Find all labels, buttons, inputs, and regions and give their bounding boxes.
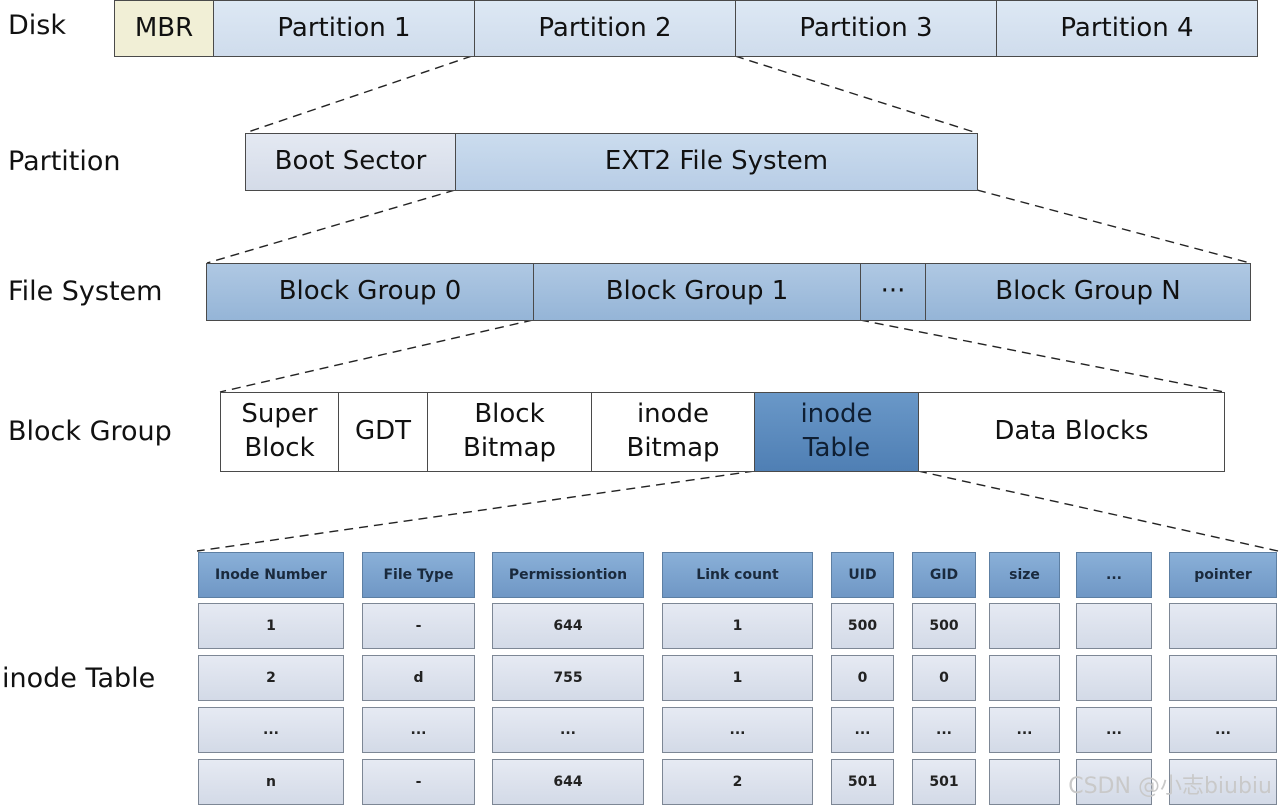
table-header-cell: File Type <box>362 552 475 598</box>
zoom-line <box>219 319 534 393</box>
table-header-cell: pointer <box>1169 552 1277 598</box>
table-cell <box>1076 759 1152 805</box>
disk-mbr: MBR <box>114 0 214 57</box>
table-cell: 644 <box>492 603 644 649</box>
table-cell <box>1169 655 1277 701</box>
table-cell: n <box>198 759 344 805</box>
table-cell: ... <box>198 707 344 753</box>
zoom-line <box>734 55 978 134</box>
table-cell <box>1076 655 1152 701</box>
table-cell: ... <box>362 707 475 753</box>
table-cell <box>989 759 1060 805</box>
table-cell: 501 <box>912 759 976 805</box>
table-cell: ... <box>831 707 894 753</box>
table-cell: 644 <box>492 759 644 805</box>
table-header-cell: GID <box>912 552 976 598</box>
table-cell: ... <box>989 707 1060 753</box>
zoom-line <box>244 55 473 134</box>
table-cell: 2 <box>662 759 813 805</box>
table-cell <box>1076 603 1152 649</box>
table-cell: 2 <box>198 655 344 701</box>
table-cell: - <box>362 759 475 805</box>
table-cell: ... <box>1169 707 1277 753</box>
zoom-line <box>859 319 1225 393</box>
table-cell: ... <box>492 707 644 753</box>
table-cell: 0 <box>831 655 894 701</box>
table-cell: 755 <box>492 655 644 701</box>
zoom-line <box>196 470 755 552</box>
zoom-line <box>206 189 456 264</box>
table-cell: ... <box>912 707 976 753</box>
table-cell <box>989 655 1060 701</box>
table-cell: - <box>362 603 475 649</box>
table-cell <box>989 603 1060 649</box>
ext2-file-system: EXT2 File System <box>455 133 978 191</box>
table-cell: ... <box>662 707 813 753</box>
block-group-1: Block Group 1 <box>533 263 861 321</box>
watermark: CSDN @小志biubiu <box>1068 774 1272 799</box>
table-header-cell: Link count <box>662 552 813 598</box>
zoom-line <box>917 470 1279 552</box>
table-cell: 1 <box>662 603 813 649</box>
row-label-file-system: File System <box>8 276 163 307</box>
table-cell: 501 <box>831 759 894 805</box>
block-group-0: Block Group 0 <box>206 263 534 321</box>
row-label-block-group: Block Group <box>8 416 172 447</box>
row-label-inode-table: inode Table <box>2 663 156 694</box>
gdt: GDT <box>338 392 428 472</box>
table-cell: 1 <box>198 603 344 649</box>
table-cell: d <box>362 655 475 701</box>
block-group-n: Block Group N <box>925 263 1251 321</box>
zoom-line <box>976 189 1251 264</box>
inode-bitmap: inode Bitmap <box>591 392 755 472</box>
table-header-cell: size <box>989 552 1060 598</box>
table-cell <box>1169 759 1277 805</box>
table-cell: 500 <box>912 603 976 649</box>
block-bitmap: Block Bitmap <box>427 392 592 472</box>
row-label-partition: Partition <box>8 146 121 177</box>
disk-partition-2: Partition 2 <box>474 0 736 57</box>
inode-table-block: inode Table <box>754 392 919 472</box>
super-block: Super Block <box>220 392 339 472</box>
table-cell: ... <box>1076 707 1152 753</box>
disk-partition-4: Partition 4 <box>996 0 1258 57</box>
disk-partition-1: Partition 1 <box>213 0 475 57</box>
table-cell: 500 <box>831 603 894 649</box>
disk-partition-3: Partition 3 <box>735 0 997 57</box>
boot-sector: Boot Sector <box>245 133 456 191</box>
table-header-cell: Permissiontion <box>492 552 644 598</box>
block-group-ellipsis: ··· <box>860 263 926 321</box>
row-label-disk: Disk <box>8 10 66 41</box>
table-header-cell: Inode Number <box>198 552 344 598</box>
table-header-cell: ... <box>1076 552 1152 598</box>
table-cell: 1 <box>662 655 813 701</box>
data-blocks: Data Blocks <box>918 392 1225 472</box>
table-cell <box>1169 603 1277 649</box>
table-cell: 0 <box>912 655 976 701</box>
table-header-cell: UID <box>831 552 894 598</box>
